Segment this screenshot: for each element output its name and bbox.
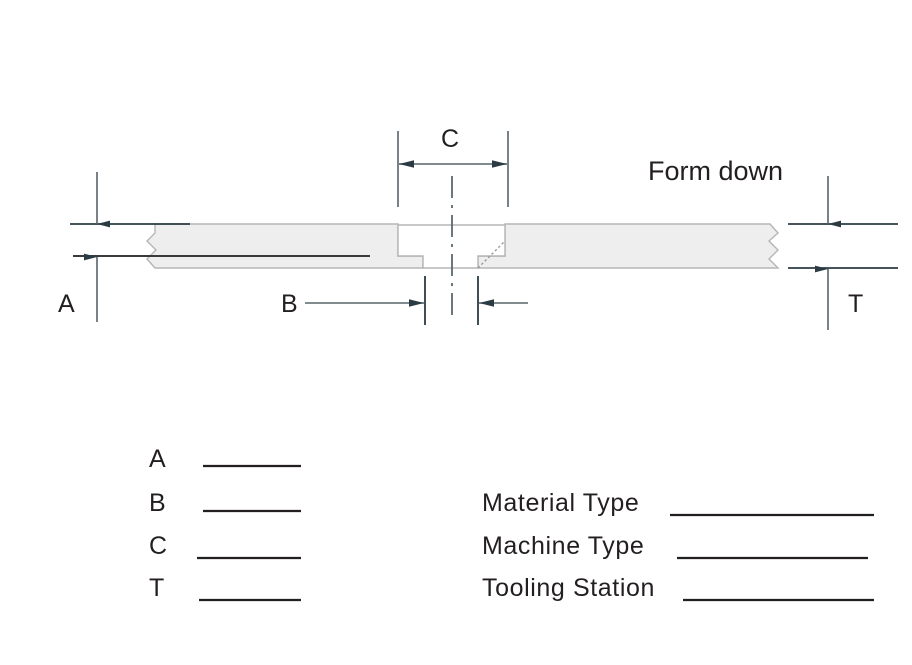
field-label-material-type: Material Type bbox=[482, 489, 639, 517]
sheet-profile bbox=[73, 223, 780, 269]
field-label-c: C bbox=[149, 532, 167, 560]
dimension-label-c: C bbox=[441, 125, 459, 153]
field-label-tooling-station: Tooling Station bbox=[482, 574, 655, 602]
dimension-c: C bbox=[397, 125, 509, 207]
form-wall-hatch bbox=[477, 240, 506, 269]
dimension-label-t: T bbox=[848, 290, 863, 318]
strip-right-body bbox=[477, 223, 780, 269]
field-label-a: A bbox=[149, 445, 166, 473]
dimension-b: B bbox=[281, 276, 528, 325]
dimension-a: A bbox=[58, 172, 190, 322]
field-label-b: B bbox=[149, 489, 166, 517]
dimension-t: T bbox=[788, 176, 898, 330]
info-fields-group: Material Type Machine Type Tooling Stati… bbox=[482, 489, 874, 602]
dimension-label-b: B bbox=[281, 290, 298, 318]
dimension-label-a: A bbox=[58, 290, 75, 318]
form-down-note: Form down bbox=[648, 156, 783, 186]
field-label-t: T bbox=[149, 574, 164, 602]
strip-left-body bbox=[146, 223, 424, 269]
field-label-machine-type: Machine Type bbox=[482, 532, 644, 560]
dimension-fields-group: A B C T bbox=[149, 445, 301, 602]
